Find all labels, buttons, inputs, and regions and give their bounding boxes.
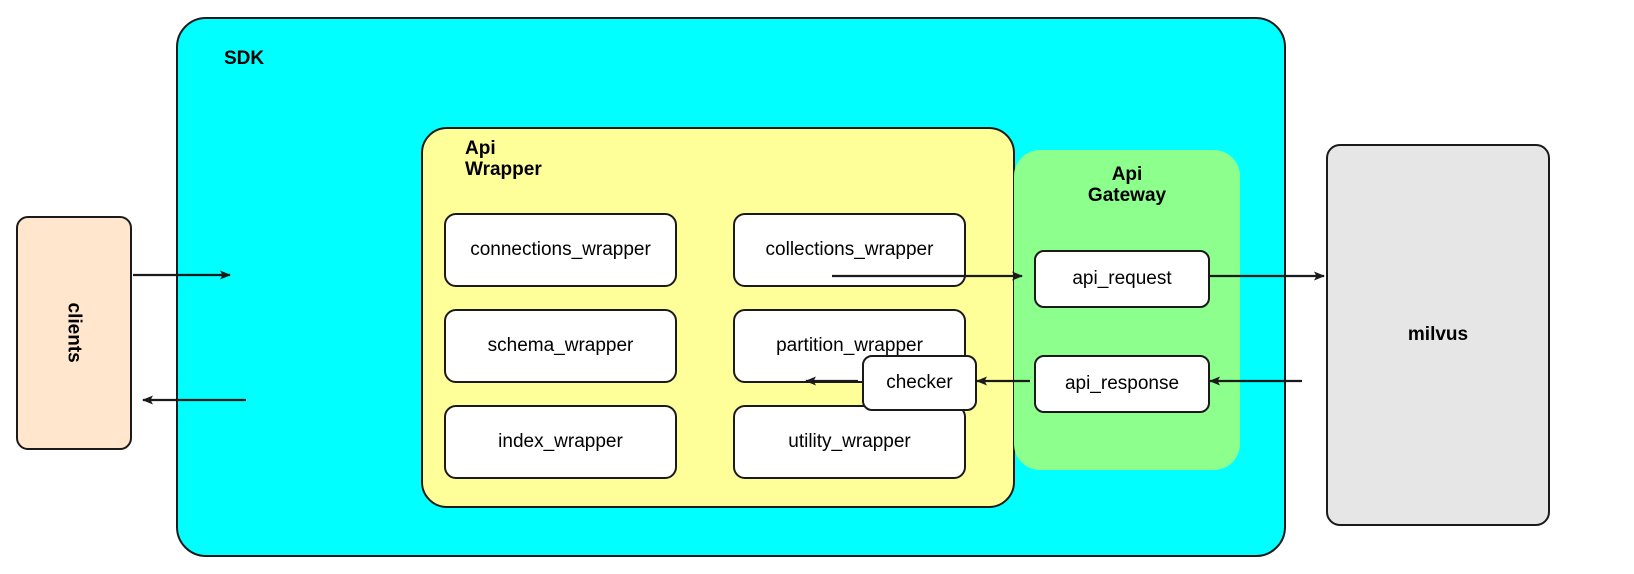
wrapper-label-index: index_wrapper [498,431,623,452]
gateway-label-api-request: api_request [1072,268,1172,289]
milvus-label: milvus [1407,324,1469,345]
api-wrapper-label: Api Wrapper [465,138,542,181]
api-gateway-label: Api Gateway [1087,164,1167,207]
wrapper-box-partition[interactable]: partition_wrapper [733,309,966,383]
wrapper-label-utility: utility_wrapper [788,431,911,452]
wrapper-label-partition: partition_wrapper [776,335,923,356]
sdk-container: SDK Api Wrapper connections_wrapper coll… [176,17,1286,557]
wrapper-box-collections[interactable]: collections_wrapper [733,213,966,287]
api-wrapper-container: Api Wrapper connections_wrapper collecti… [421,127,1015,508]
gateway-box-api-request[interactable]: api_request [1034,250,1210,308]
api-gateway-container: Api Gateway api_request api_response [1014,150,1240,470]
wrapper-label-collections: collections_wrapper [765,239,934,260]
milvus-box[interactable]: milvus [1326,144,1550,526]
wrapper-box-utility[interactable]: utility_wrapper [733,405,966,479]
wrapper-box-index[interactable]: index_wrapper [444,405,677,479]
clients-label: clients [63,302,85,364]
wrapper-label-schema: schema_wrapper [487,335,634,356]
wrapper-label-connections: connections_wrapper [470,239,651,260]
gateway-label-api-response: api_response [1064,373,1180,394]
clients-box[interactable]: clients [16,216,132,450]
sdk-label: SDK [224,48,265,69]
checker-label: checker [886,372,953,393]
gateway-box-api-response[interactable]: api_response [1034,355,1210,413]
checker-box[interactable]: checker [862,355,977,411]
wrapper-box-connections[interactable]: connections_wrapper [444,213,677,287]
wrapper-box-schema[interactable]: schema_wrapper [444,309,677,383]
